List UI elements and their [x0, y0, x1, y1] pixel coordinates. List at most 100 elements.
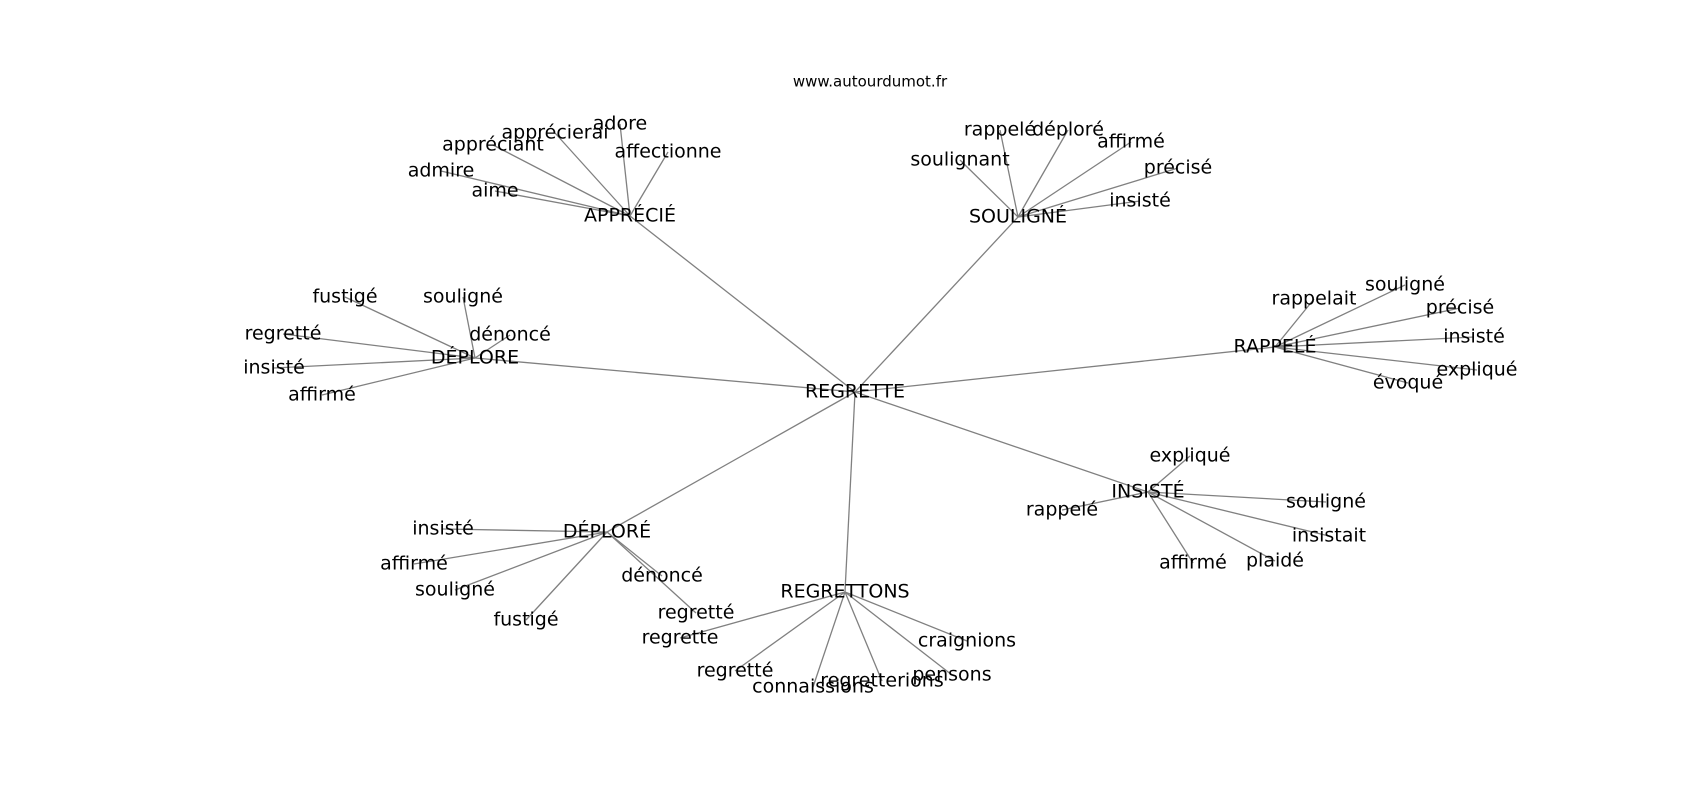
leaf-node-insiste-insistait: insistait: [1292, 525, 1366, 547]
leaf-node-apprecie-adore: adore: [593, 113, 647, 135]
cluster-node-deplore: DÉPLORÉ: [563, 520, 651, 543]
leaf-node-deplore-regrette: regretté: [245, 323, 322, 345]
edge-rappele-rappelait: [1274, 298, 1315, 348]
edge-rappele-evoque: [1274, 346, 1409, 384]
leaf-node-rappele-souligne: souligné: [1365, 274, 1445, 296]
edge-root-regrettons: [844, 391, 856, 593]
edge-deplore-denonce: [606, 531, 663, 577]
edge-apprecie-apprecierai: [554, 132, 631, 217]
edge-regrettons-regrette: [734, 591, 846, 672]
leaf-node-regrettons-regretterions: regretterions: [820, 670, 943, 692]
edge-regrettons-connaissions: [812, 591, 846, 688]
edge-regrettons-craignions: [844, 591, 968, 642]
leaf-node-deplore-fustige: fustigé: [312, 286, 377, 308]
leaf-node-deplore-souligne: souligné: [415, 579, 495, 601]
leaf-node-deplore-souligne: souligné: [423, 286, 503, 308]
leaf-node-deplore-insiste: insisté: [412, 518, 474, 540]
leaf-node-regrettons-regrette: regrette: [642, 627, 719, 649]
edge-root-deplore: [474, 357, 856, 393]
leaf-node-insiste-rappele: rappelé: [1026, 499, 1098, 521]
leaf-node-rappele-explique: expliqué: [1436, 359, 1517, 381]
leaf-node-deplore-affirme: affirmé: [288, 384, 356, 406]
leaf-node-regrettons-connaissions: connaissions: [752, 676, 874, 698]
leaf-node-souligne-precise: précisé: [1144, 157, 1212, 179]
leaf-node-souligne-insiste: insisté: [1109, 190, 1171, 212]
source-url: www.autourdumot.fr: [793, 73, 948, 91]
leaf-node-souligne-deplore: déploré: [1032, 119, 1104, 141]
edge-insiste-insistait: [1147, 491, 1330, 537]
edge-regrettons-pensons: [844, 591, 953, 676]
edge-deplore-souligne: [454, 531, 608, 591]
edge-deplore-fustige: [525, 531, 608, 621]
leaf-node-insiste-affirme: affirmé: [1159, 552, 1227, 574]
leaf-node-deplore-denonce: dénoncé: [621, 565, 703, 587]
leaf-node-deplore-insiste: insisté: [243, 357, 305, 379]
leaf-node-deplore-denonce: dénoncé: [469, 324, 551, 346]
leaf-node-souligne-rappele: rappelé: [964, 119, 1036, 141]
leaf-node-apprecie-admire: admire: [408, 160, 475, 182]
leaf-node-rappele-precise: précisé: [1426, 297, 1494, 319]
edge-apprecie-admire: [440, 170, 631, 217]
edge-souligne-soulignant: [959, 159, 1019, 218]
leaf-node-rappele-evoque: évoqué: [1373, 372, 1443, 394]
edge-deplore-denonce: [474, 334, 511, 359]
leaf-node-apprecie-apprecierai: apprécierai: [502, 122, 609, 144]
edge-souligne-precise: [1017, 167, 1179, 218]
edge-deplore-insiste: [442, 528, 608, 533]
edge-apprecie-affectionne: [629, 151, 669, 217]
leaf-node-deplore-regrette: regretté: [658, 602, 735, 624]
leaf-node-souligne-affirme: affirmé: [1097, 131, 1165, 153]
edge-root-deplore: [606, 391, 856, 533]
edge-souligne-insiste: [1017, 200, 1141, 218]
edge-deplore-fustige: [344, 296, 476, 359]
cluster-node-rappele: RAPPELÉ: [1234, 335, 1317, 358]
leaf-node-souligne-soulignant: soulignant: [910, 149, 1009, 171]
graph-edges: [273, 123, 1478, 688]
root-node: REGRETTE: [805, 381, 905, 403]
cluster-node-souligne: SOULIGNÉ: [969, 205, 1067, 228]
edge-souligne-rappele: [999, 129, 1019, 218]
edge-rappele-explique: [1274, 346, 1478, 371]
edge-deplore-regrette: [606, 531, 697, 614]
edge-root-apprecie: [629, 215, 856, 393]
leaf-node-apprecie-appreciant: appréciant: [442, 134, 544, 156]
edge-rappele-precise: [1274, 307, 1461, 348]
leaf-node-apprecie-affectionne: affectionne: [615, 141, 722, 163]
edge-apprecie-adore: [619, 123, 631, 217]
cluster-node-regrettons: REGRETTONS: [780, 581, 909, 603]
leaf-node-rappele-rappelait: rappelait: [1272, 288, 1357, 310]
edge-rappele-insiste: [1274, 336, 1475, 348]
edge-root-souligne: [854, 216, 1019, 393]
edge-apprecie-aime: [494, 190, 631, 217]
cluster-node-apprecie: APPRÉCIÉ: [584, 204, 676, 227]
cluster-node-insiste: INSISTÉ: [1111, 480, 1184, 503]
edge-apprecie-appreciant: [492, 144, 631, 217]
edge-root-rappele: [854, 346, 1276, 393]
leaf-node-insiste-explique: expliqué: [1149, 445, 1230, 467]
leaf-node-insiste-souligne: souligné: [1286, 491, 1366, 513]
leaf-node-regrettons-regrette: regretté: [697, 660, 774, 682]
edge-root-insiste: [854, 391, 1149, 493]
edge-deplore-affirme: [413, 531, 608, 565]
edge-souligne-deplore: [1017, 129, 1069, 218]
edge-regrettons-regrette: [679, 591, 846, 639]
edge-souligne-affirme: [1017, 141, 1132, 218]
edge-insiste-plaide: [1147, 491, 1276, 562]
edge-regrettons-regretterions: [844, 591, 883, 682]
leaf-node-rappele-insiste: insisté: [1443, 326, 1505, 348]
edge-deplore-affirme: [321, 357, 476, 396]
edge-insiste-affirme: [1147, 491, 1194, 564]
edge-insiste-explique: [1147, 455, 1191, 493]
leaf-node-deplore-fustige: fustigé: [493, 609, 558, 631]
leaf-node-deplore-affirme: affirmé: [380, 553, 448, 575]
cluster-node-deplore: DÉPLORE: [431, 346, 519, 369]
leaf-node-apprecie-aime: aime: [471, 180, 518, 202]
leaf-node-insiste-plaide: plaidé: [1246, 550, 1304, 572]
edge-deplore-insiste: [273, 357, 476, 369]
edge-rappele-souligne: [1274, 284, 1406, 348]
edge-insiste-souligne: [1147, 491, 1327, 503]
leaf-node-regrettons-pensons: pensons: [912, 664, 991, 686]
edge-insiste-rappele: [1061, 491, 1149, 511]
edge-deplore-regrette: [282, 333, 476, 359]
